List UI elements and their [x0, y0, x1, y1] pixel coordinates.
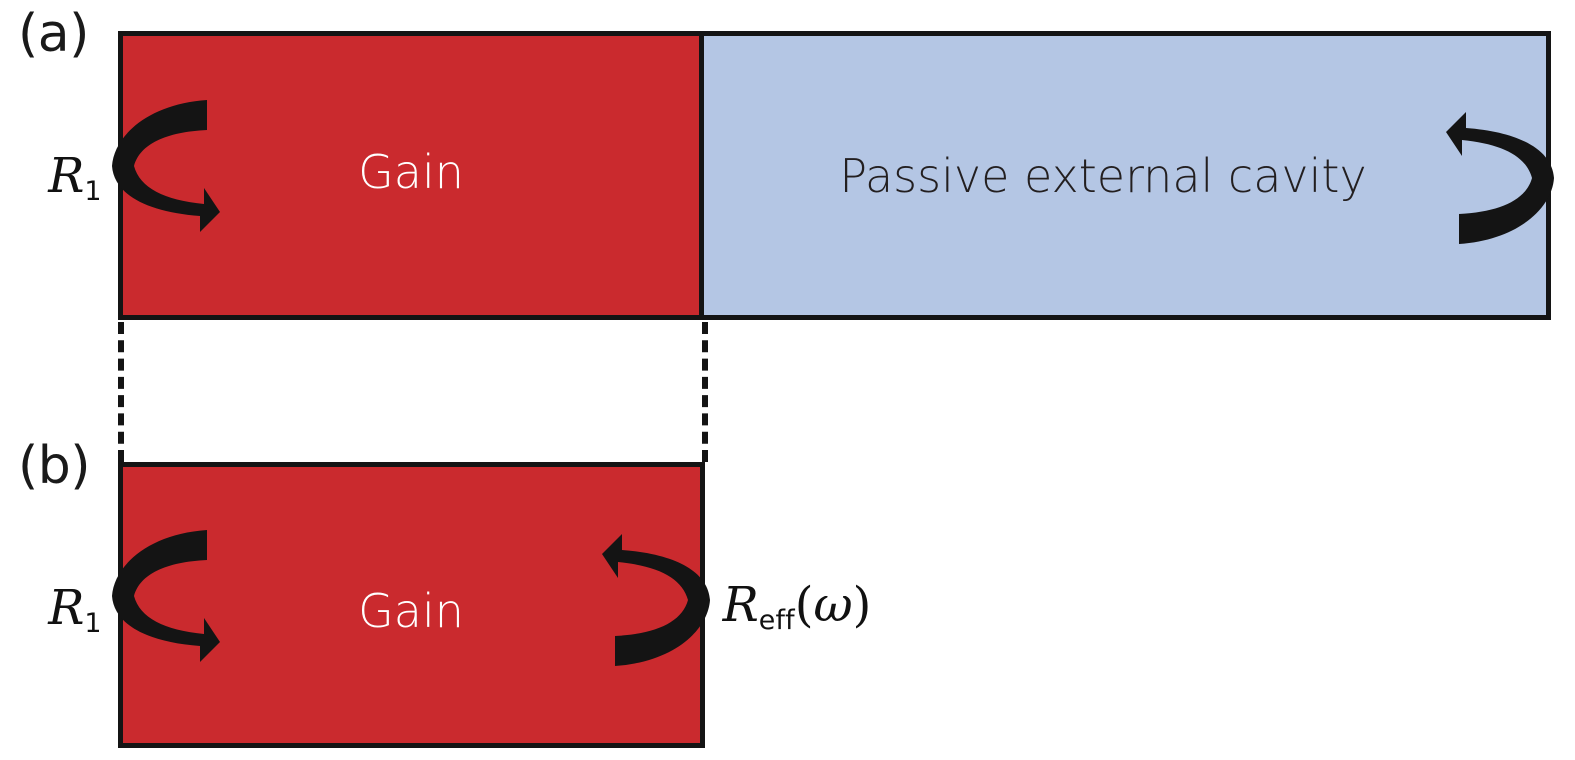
r1-symbol: R	[48, 148, 85, 204]
panel-a-cavity-box	[118, 31, 1551, 320]
panel-a-left-reflection-arrow	[112, 100, 220, 232]
reff-paren-close: )	[852, 577, 872, 633]
r1-symbol: R	[48, 580, 85, 636]
reff-symbol: R	[722, 577, 759, 633]
dashed-line-right	[702, 322, 708, 462]
panel-b-right-reflection-arrow	[602, 534, 710, 666]
reff-paren-open: (	[794, 577, 814, 633]
r1-subscript: 1	[84, 176, 102, 208]
panel-a-gain-region	[123, 36, 704, 315]
panel-label-a: (a)	[18, 4, 89, 64]
reff-omega-symbol: ω	[813, 577, 853, 633]
panel-b-reff-label: Reff(ω)	[723, 581, 872, 634]
panel-a-passive-cavity-label: Passive external cavity	[839, 149, 1367, 203]
panel-label-b: (b)	[18, 436, 91, 496]
panel-b-left-reflection-arrow	[112, 530, 220, 662]
panel-a-right-reflection-arrow	[1446, 112, 1554, 244]
panel-a-r1-label: R1	[48, 152, 101, 205]
panel-b-gain-label: Gain	[358, 584, 464, 638]
r1-subscript: 1	[84, 608, 102, 640]
panel-b-r1-label: R1	[48, 584, 101, 637]
panel-a-gain-label: Gain	[358, 145, 464, 199]
reff-subscript: eff	[758, 605, 795, 637]
dashed-line-left	[118, 322, 124, 462]
